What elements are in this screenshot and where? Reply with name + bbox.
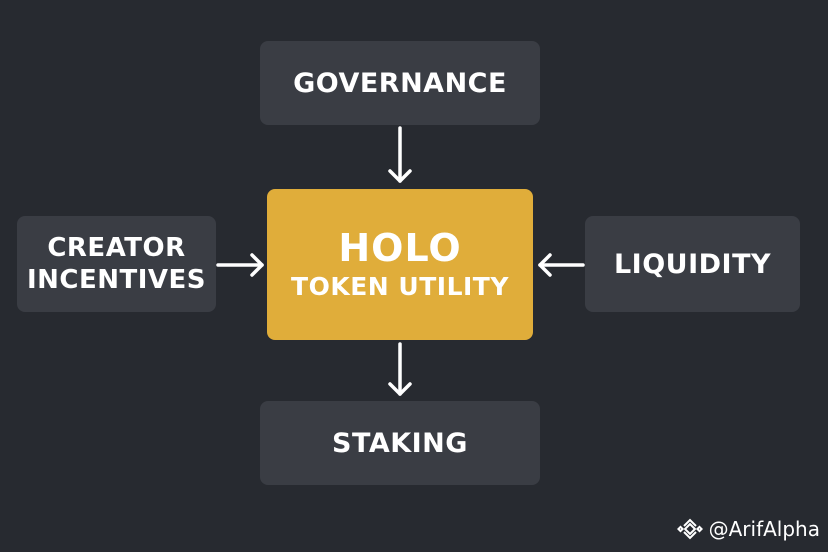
watermark-handle: @ArifAlpha bbox=[708, 517, 820, 541]
arrow-liquidity-to-center bbox=[538, 253, 585, 277]
creator-incentives-label-line1: CREATOR bbox=[47, 233, 186, 263]
staking-label: STAKING bbox=[332, 427, 468, 459]
arrow-center-to-staking bbox=[388, 342, 412, 396]
creator-incentives-label-line2: INCENTIVES bbox=[26, 265, 207, 295]
binance-logo-icon bbox=[676, 518, 703, 540]
liquidity-label: LIQUIDITY bbox=[613, 248, 772, 280]
creator-incentives-node: CREATOR INCENTIVES bbox=[17, 216, 216, 312]
governance-label: GOVERNANCE bbox=[293, 67, 507, 99]
staking-node: STAKING bbox=[260, 401, 540, 485]
center-title: HOLO bbox=[338, 225, 462, 270]
center-subtitle: TOKEN UTILITY bbox=[291, 271, 509, 301]
liquidity-node: LIQUIDITY bbox=[585, 216, 800, 312]
holo-token-utility-node: HOLO TOKEN UTILITY bbox=[267, 189, 533, 340]
arrow-governance-to-center bbox=[388, 126, 412, 183]
governance-node: GOVERNANCE bbox=[260, 41, 540, 125]
watermark: @ArifAlpha bbox=[676, 516, 820, 542]
arrow-creator-to-center bbox=[216, 253, 264, 277]
